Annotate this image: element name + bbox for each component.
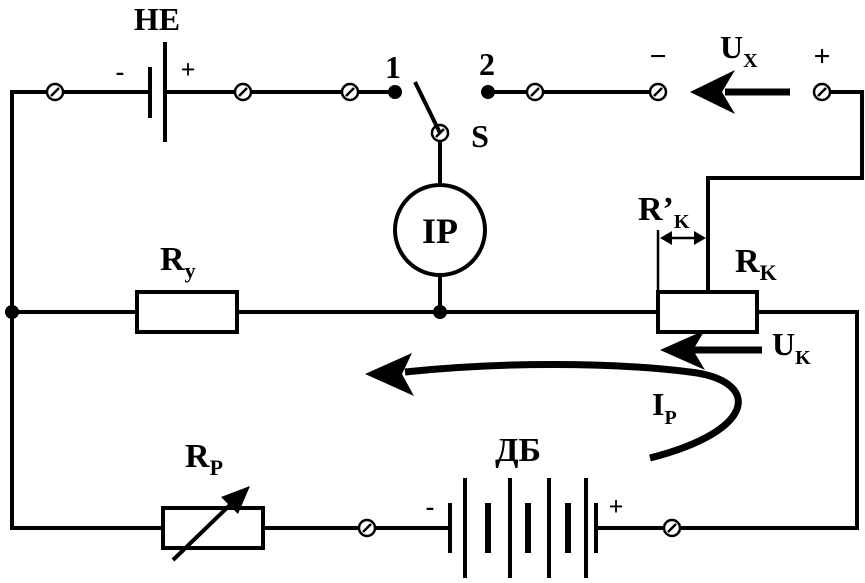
ne-battery [148, 42, 167, 142]
switch-s [388, 81, 495, 134]
uk-label: UK [772, 326, 811, 369]
db-label: ДБ [495, 432, 541, 469]
rp-label: RP [185, 438, 223, 480]
junction-left [5, 305, 19, 319]
rk-label: RK [735, 243, 777, 285]
switch-position-2: 2 [479, 46, 495, 82]
ry-label: Ry [160, 241, 196, 283]
ux-plus-sign: + [813, 40, 830, 73]
junction-middle [433, 305, 447, 319]
switch-position-1: 1 [385, 49, 401, 85]
uk-arrow [660, 330, 762, 370]
switch-contact-2 [481, 85, 495, 99]
ip-label: IP [422, 211, 458, 251]
rk-prime-label: R’K [638, 191, 690, 233]
ip-current-arrow [365, 353, 742, 462]
rk-resistor [656, 290, 759, 334]
ux-label: UX [720, 29, 758, 72]
ux-arrow [690, 70, 790, 114]
ip-current-label: IP [652, 386, 677, 429]
db-battery [448, 478, 598, 578]
rk-prime-dimension [656, 230, 706, 292]
ux-minus-sign: − [649, 40, 666, 73]
ne-minus-sign: - [116, 57, 125, 86]
switch-contact-1 [388, 85, 402, 99]
db-minus-sign: - [426, 492, 435, 521]
ip-meter [393, 183, 487, 277]
rp-resistor [161, 506, 265, 550]
ry-resistor [135, 290, 239, 334]
db-plus-sign: + [609, 492, 624, 521]
switch-label: S [471, 118, 489, 154]
rp-variable-arrow [171, 486, 250, 562]
ne-plus-sign: + [181, 55, 196, 84]
ne-label: НЕ [134, 1, 180, 37]
